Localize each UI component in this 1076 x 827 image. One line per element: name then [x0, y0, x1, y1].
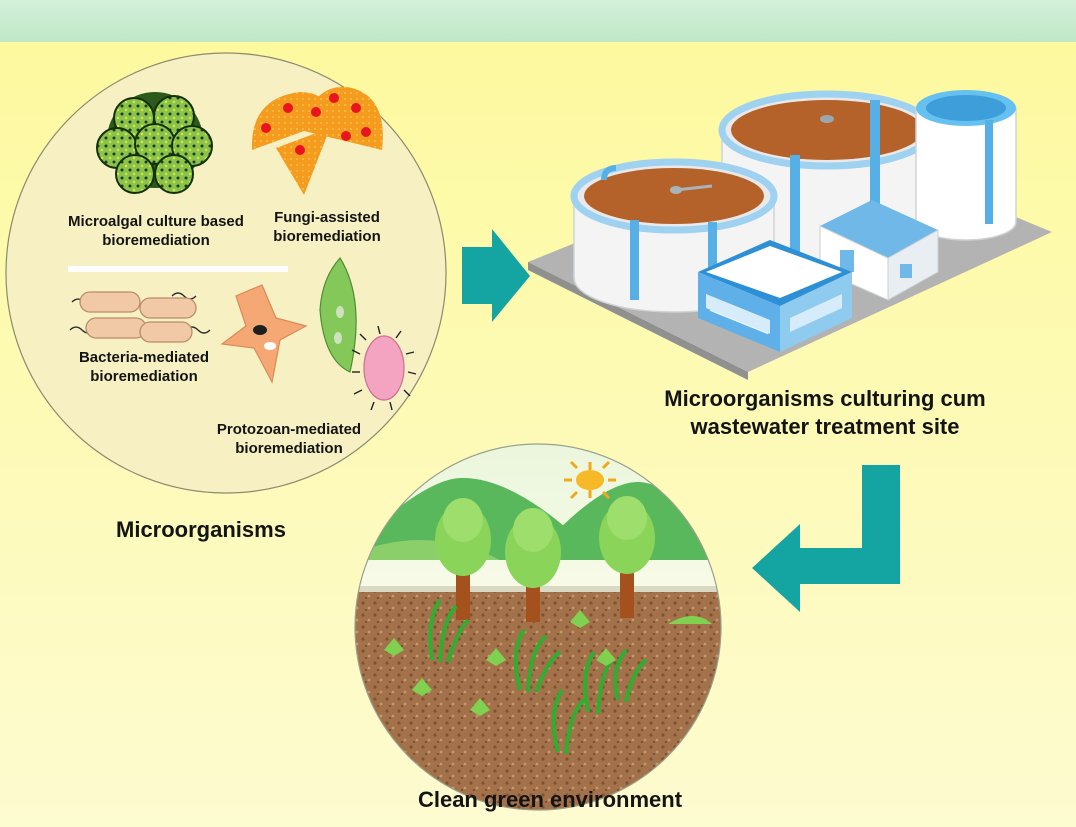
- wastewater-plant-icon: [528, 90, 1052, 380]
- arrow-down-left: [752, 465, 900, 612]
- treatment-site-label-line1: Microorganisms culturing cum: [664, 386, 986, 411]
- sprout-icon: [384, 610, 712, 716]
- sun-icon: [564, 460, 616, 500]
- euglena-icon: [319, 257, 357, 373]
- microalgae-label-line1: Microalgal culture based: [68, 213, 244, 230]
- protozoa-icon: [220, 284, 308, 384]
- bacteria-label-line2: bioremediation: [90, 368, 198, 385]
- tree-icon: [435, 498, 491, 620]
- bacteria-icon: [69, 291, 211, 343]
- fungi-label-line2: bioremediation: [273, 228, 381, 245]
- tree-icon: [505, 508, 561, 622]
- treatment-site-label-line2: wastewater treatment site: [690, 414, 960, 439]
- protozoa-label-line2: bioremediation: [235, 440, 343, 457]
- fungi-label: Fungi-assisted bioremediation: [262, 208, 392, 246]
- arrow-right: [462, 229, 530, 322]
- protozoa-label: Protozoan-mediated bioremediation: [204, 420, 374, 458]
- environment-label: Clean green environment: [417, 787, 683, 812]
- microalgae-label-line2: bioremediation: [102, 232, 210, 249]
- protozoa-label-line1: Protozoan-mediated: [216, 421, 362, 438]
- microorganisms-panel: [5, 52, 447, 494]
- fungi-label-line1: Fungi-assisted: [274, 209, 380, 226]
- top-band: [0, 0, 1076, 42]
- treatment-site-label: Microorganisms culturing cum wastewater …: [610, 385, 1040, 441]
- tree-icon: [599, 496, 655, 618]
- bacteria-label: Bacteria-mediated bioremediation: [64, 348, 224, 386]
- paramecium-icon: [351, 325, 417, 411]
- microorganisms-title: Microorganisms: [116, 517, 286, 542]
- landscape-icon: [354, 443, 722, 811]
- bacteria-label-line1: Bacteria-mediated: [78, 349, 210, 366]
- microalgae-label: Microalgal culture based bioremediation: [56, 212, 256, 250]
- microalgae-icon: [96, 92, 213, 194]
- fungi-icon: [251, 86, 383, 195]
